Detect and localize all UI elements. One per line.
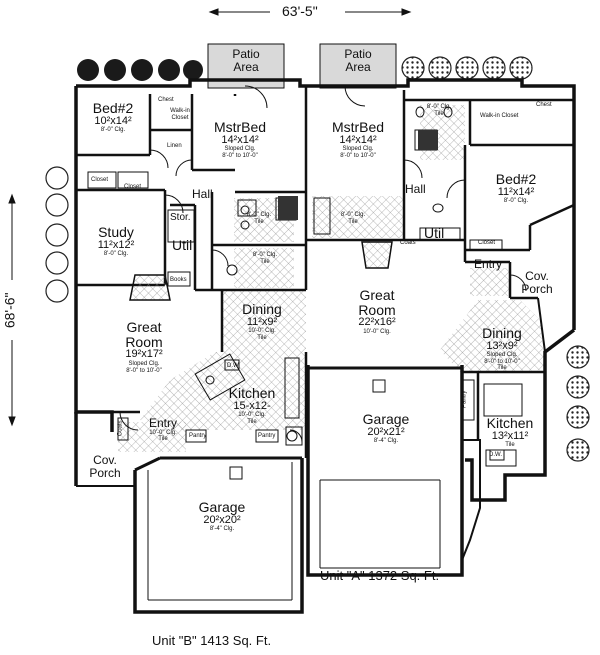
- room-a-garage: Garage 20²x21² 8'-4" Clg.: [362, 411, 410, 445]
- fireplace-a: [361, 241, 393, 269]
- shrubs-top-right: [401, 56, 533, 80]
- shrubs-right: [566, 345, 590, 462]
- shrubs-top-left: [77, 59, 203, 81]
- b-pantry: Pantry: [189, 433, 207, 439]
- room-b-study: Study 11²x12² 8'-0" Clg.: [97, 224, 135, 258]
- b-hall: Hall: [192, 187, 213, 201]
- patio-right: [319, 43, 397, 89]
- room-a-cov-porch: Cov. Porch: [521, 269, 553, 296]
- unit-a-caption: Unit "A" 1372 Sq. Ft.: [320, 568, 440, 583]
- room-b-kitchen: Kitchen 15-x12- 10'-0" Clg. Tile: [228, 385, 276, 425]
- b-chest: Chest: [158, 97, 174, 103]
- a-pantry: Pantry: [461, 390, 468, 408]
- b-books: Books: [170, 277, 187, 283]
- room-b-dining: Dining 11²x9² 10'-0" Clg. Tile: [242, 301, 282, 341]
- room-b-bed2: Bed#2 10²x14² 8'-0" Clg.: [92, 100, 134, 134]
- shrubs-left: [45, 166, 69, 303]
- room-a-bed2: Bed#2 11²x14² 8'-0" Clg.: [495, 171, 537, 205]
- b-linen: Linen: [167, 143, 182, 149]
- room-b-great-room: Great Room 19²x17² Sloped Clg. 8'-0" to …: [125, 319, 163, 374]
- overall-width: 63'-5": [282, 3, 318, 19]
- exterior-walls: [74, 78, 576, 614]
- room-b-cov-porch: Cov. Porch: [89, 453, 121, 480]
- b-coats: Coats: [117, 420, 124, 437]
- width-dimension: [208, 8, 412, 16]
- garage-b: [134, 456, 302, 601]
- fireplace-b: [129, 274, 171, 301]
- a-walkin-closet: Walk-in Closet: [480, 113, 519, 119]
- b-dw: D.W.: [227, 363, 240, 369]
- a-bath2-clg: 8'-0" Clg.Tile: [426, 104, 452, 117]
- overall-depth: 68'-6": [1, 292, 18, 329]
- room-b-entry: Entry 10'-0" Clg. Tile: [148, 416, 177, 443]
- room-a-dining: Dining 13²x9² Sloped Clg. 8'-0" to 10'-0…: [482, 325, 522, 372]
- room-b-garage: Garage 20²x20² 8'-4" Clg.: [198, 499, 246, 533]
- a-coats: Coats: [400, 240, 416, 246]
- a-closet: Closet: [478, 240, 496, 246]
- room-b-mstrbed: MstrBed 14²x14² Sloped Clg. 8'-0" to 10'…: [213, 119, 267, 159]
- b-util: Util: [172, 237, 193, 253]
- garage-a-front: [461, 439, 481, 561]
- a-util: Util: [424, 225, 445, 241]
- room-a-entry: Entry: [474, 257, 503, 271]
- door-swings: [119, 85, 527, 443]
- b-stor: Stor.: [170, 212, 191, 223]
- a-hall: Hall: [405, 182, 426, 196]
- a-chest: Chest: [536, 102, 552, 108]
- room-a-mstrbed: MstrBed 14²x14² Sloped Clg. 8'-0" to 10'…: [331, 119, 385, 159]
- b-bath1-clg: 8'-0" Clg.Tile: [246, 212, 272, 225]
- room-a-great-room: Great Room 22²x16² 10'-0" Clg.: [358, 287, 396, 335]
- a-bath-clg: 8'-0" Clg.Tile: [340, 212, 366, 225]
- depth-dimension: [8, 193, 16, 427]
- unit-b-caption: Unit "B" 1413 Sq. Ft.: [152, 633, 272, 648]
- b-closet-2: Closet: [124, 184, 142, 190]
- b-closet-1: Closet: [91, 177, 109, 183]
- a-dw: D.W.: [489, 452, 502, 458]
- interior-walls-b: [76, 86, 308, 458]
- room-a-kitchen: Kitchen 13²x11² Tile: [486, 415, 534, 449]
- b-bath2-clg: 8'-0" Clg.Tile: [252, 252, 278, 265]
- b-pantry-2: Pantry: [258, 433, 276, 439]
- garage-a: [308, 366, 462, 569]
